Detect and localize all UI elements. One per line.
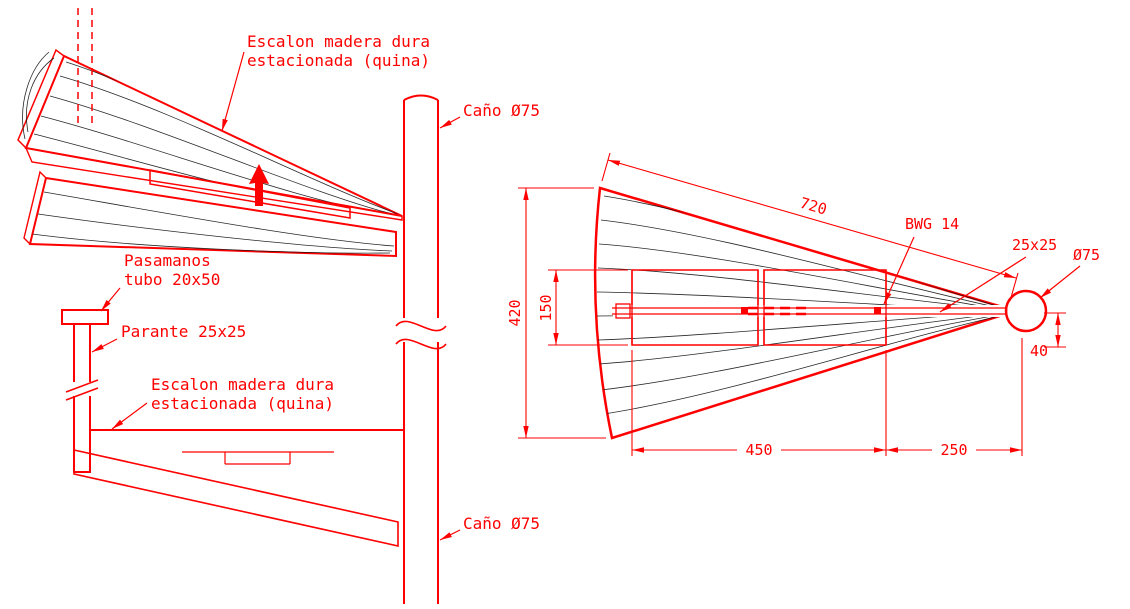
pipe-lower-segment	[403, 342, 439, 604]
label-bar: 25x25	[1012, 236, 1057, 254]
dim-40-text: 40	[1030, 342, 1048, 360]
label-bwg: BWG 14	[905, 215, 959, 233]
leader-pipe-bottom	[439, 529, 461, 541]
iso-step-view	[17, 8, 403, 258]
end-grain-lines	[22, 51, 55, 140]
label-pipe-bottom: Caño Ø75	[463, 514, 540, 533]
dim-420: 420	[506, 187, 606, 439]
leader-post	[91, 338, 118, 353]
label-post: Parante 25x25	[121, 322, 246, 341]
label-step-section-2: estacionada (quina)	[151, 394, 334, 413]
leader-bar	[939, 256, 1027, 313]
leader-bwg	[883, 236, 915, 305]
pipe-top-cap	[403, 94, 439, 101]
dim-420-text: 420	[506, 299, 524, 326]
assembly-arrow-icon	[249, 164, 269, 206]
metal-plate	[149, 169, 351, 219]
post-section	[73, 323, 91, 473]
tread-section-hatch	[73, 449, 399, 547]
label-step-iso-1: Escalon madera dura	[247, 32, 430, 51]
top-board-face	[24, 54, 403, 217]
top-board-grain	[33, 61, 399, 216]
dim-450: 450	[631, 350, 887, 459]
dim-720-text: 720	[798, 194, 829, 219]
dim-450-text: 450	[745, 441, 772, 459]
pipe-plan-circle	[1004, 289, 1048, 333]
pipe-upper-segment	[403, 100, 439, 318]
handrail-section	[61, 309, 109, 325]
bottom-board-end-cap	[23, 170, 47, 246]
bottom-board-grain	[31, 191, 395, 254]
label-diameter: Ø75	[1073, 246, 1100, 264]
fixing-mark-left	[741, 307, 748, 314]
leader-diameter	[1039, 265, 1081, 299]
dim-250-text: 250	[940, 441, 967, 459]
post-break-mask	[68, 382, 96, 396]
label-pipe-top: Caño Ø75	[463, 101, 540, 120]
top-board-end-cap	[17, 48, 65, 150]
section-view-labels: Pasamanos tubo 20x50 Parante 25x25 Escal…	[91, 251, 540, 541]
label-step-section-1: Escalon madera dura	[151, 375, 334, 394]
fixing-mark-right	[874, 307, 881, 314]
iso-view-labels: Escalon madera dura estacionada (quina) …	[221, 32, 540, 132]
hidden-post-lines	[77, 8, 93, 126]
plan-dimensions: 420 150 720 450 250	[506, 152, 1066, 459]
label-handrail-1: Pasamanos	[124, 251, 211, 270]
leader-handrail	[100, 287, 121, 312]
leader-pipe-top	[439, 116, 461, 129]
tread-plan-outline	[593, 186, 1008, 440]
bottom-board-face	[28, 176, 397, 258]
section-view	[61, 309, 404, 547]
bracket-detail	[182, 451, 334, 465]
plan-view-labels: BWG 14 25x25 Ø75	[883, 215, 1100, 313]
dim-150-text: 150	[537, 294, 555, 321]
pipe-break-symbol	[395, 320, 447, 350]
pipe-elevation	[395, 94, 447, 604]
bar-end-square	[615, 303, 631, 319]
plan-view	[593, 186, 1048, 440]
label-handrail-2: tubo 20x50	[124, 270, 220, 289]
weld-dashes	[748, 306, 806, 316]
label-step-iso-2: estacionada (quina)	[247, 51, 430, 70]
post-break-symbol	[65, 379, 99, 401]
dim-40: 40	[1030, 312, 1066, 360]
dim-250: 250	[886, 338, 1023, 459]
leader-step-section	[111, 402, 148, 430]
leader-step-iso	[221, 51, 245, 132]
